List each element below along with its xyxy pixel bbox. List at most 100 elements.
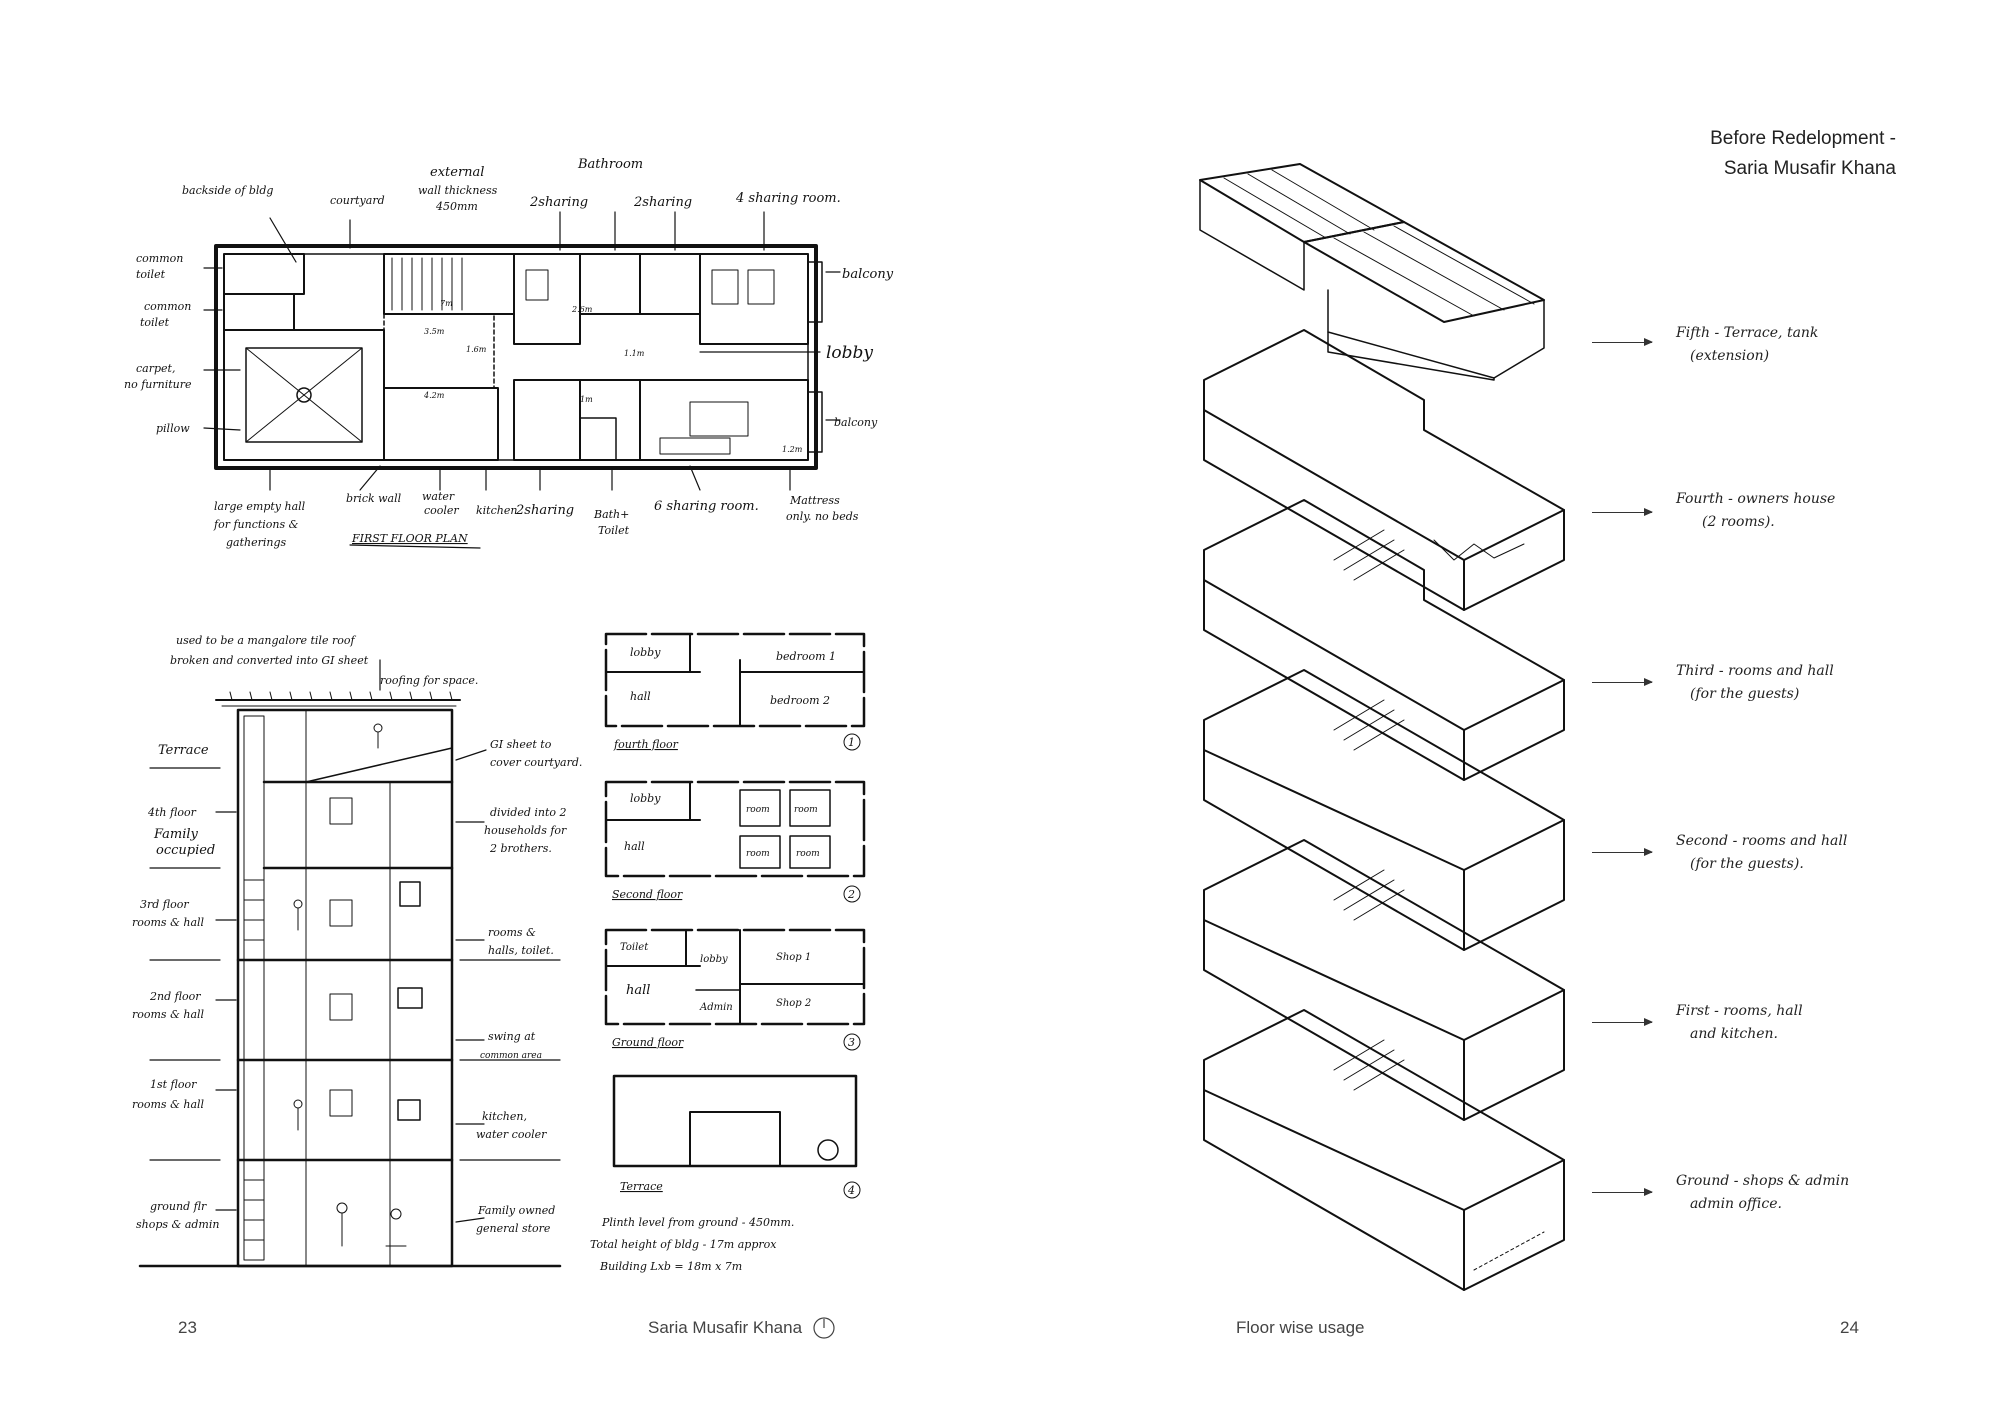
left-page: backside of bldg courtyard external wall… xyxy=(124,157,894,1339)
floor-label-first: First - rooms, hall and kitchen. xyxy=(1676,1000,1803,1046)
mini2-room-3: room xyxy=(794,805,818,815)
section-roof-note-c: roofing for space. xyxy=(380,674,478,687)
first-floor-plan-sketch: backside of bldg courtyard external wall… xyxy=(124,157,894,549)
section-divided-c: 2 brothers. xyxy=(489,842,552,855)
plan-label-brick-wall: brick wall xyxy=(346,492,402,505)
plan-label-courtyard: courtyard xyxy=(330,194,385,207)
mini4-number: 4 xyxy=(847,1184,855,1197)
floor-label-second-line1: Second - rooms and hall xyxy=(1676,833,1848,849)
footer-title-right: Floor wise usage xyxy=(1236,1318,1365,1337)
building-section-sketch: used to be a mangalore tile roof broken … xyxy=(132,634,582,1268)
section-gi-sheet-b: cover courtyard. xyxy=(490,756,582,769)
section-second-b: rooms & hall xyxy=(132,1008,205,1021)
floor-label-fifth-line1: Fifth - Terrace, tank xyxy=(1676,325,1819,341)
floor-label-fifth-line2: (extension) xyxy=(1690,348,1770,364)
mini2-room-5: room xyxy=(746,849,770,859)
section-third-b: rooms & hall xyxy=(132,916,205,929)
footer-title-left: Saria Musafir Khana xyxy=(648,1318,803,1337)
plan-label-bathroom: Bathroom xyxy=(577,157,643,172)
section-fourth-c: occupied xyxy=(156,843,215,858)
section-second-a: 2nd floor xyxy=(149,990,201,1003)
plan-label-common-toilet-2b: toilet xyxy=(140,316,170,329)
floor-label-second: Second - rooms and hall (for the guests)… xyxy=(1676,830,1847,876)
floor-label-fifth: Fifth - Terrace, tank (extension) xyxy=(1676,322,1818,368)
dim-1-1m: 1.1m xyxy=(624,349,645,358)
plan-label-backside: backside of bldg xyxy=(182,184,273,197)
plan-label-2sharing-b: 2sharing xyxy=(633,195,692,210)
plan-label-mattress-b: only. no beds xyxy=(786,510,859,523)
mini-floor-plans: lobby bedroom 1 hall bedroom 2 fourth fl… xyxy=(590,632,866,1273)
plan-label-carpet-b: no furniture xyxy=(124,378,192,391)
plan-label-mattress-a: Mattress xyxy=(789,494,840,507)
page-title-line-1: Before Redelopment - xyxy=(1710,128,1896,149)
mini2-room-1: lobby xyxy=(630,792,661,805)
note-plinth: Plinth level from ground - 450mm. xyxy=(601,1216,794,1229)
mini1-room-3: hall xyxy=(630,690,651,703)
plan-label-large-hall-c: gatherings xyxy=(226,536,287,549)
floor-label-ground-line2: admin office. xyxy=(1690,1196,1782,1212)
section-family-b: general store xyxy=(476,1222,551,1235)
plan-label-external: external xyxy=(430,165,484,180)
arrow-fourth xyxy=(1592,508,1653,516)
plan-label-balcony-2: balcony xyxy=(834,416,878,429)
plan-label-water-cooler-b: cooler xyxy=(424,504,459,517)
floor-label-third-line2: (for the guests) xyxy=(1690,686,1800,702)
plan-label-kitchen: kitchen xyxy=(476,504,517,517)
dim-1-6m: 1.6m xyxy=(466,345,487,354)
floor-label-fourth-line2: (2 rooms). xyxy=(1702,514,1775,530)
plan-label-4sharing: 4 sharing room. xyxy=(735,191,841,206)
mini3-room-6: Shop 2 xyxy=(776,998,811,1009)
arrow-second xyxy=(1592,848,1653,856)
mini1-number: 1 xyxy=(848,736,855,749)
mini2-title: Second floor xyxy=(612,888,683,901)
mini1-title: fourth floor xyxy=(613,738,679,751)
dim-2-6m: 2.6m xyxy=(571,305,593,314)
section-family-a: Family owned xyxy=(477,1204,555,1217)
section-kitchen-a: kitchen, xyxy=(482,1110,527,1123)
mini3-title: Ground floor xyxy=(612,1036,684,1049)
mini3-room-3: Shop 1 xyxy=(776,952,811,963)
mini4-title: Terrace xyxy=(620,1180,663,1193)
plan-label-large-hall-a: large empty hall xyxy=(214,500,306,513)
plan-label-common-toilet-1b: toilet xyxy=(136,268,166,281)
plan-label-pillow: pillow xyxy=(156,422,190,435)
mini1-room-4: bedroom 2 xyxy=(770,694,830,707)
floor-label-first-line2: and kitchen. xyxy=(1690,1026,1778,1042)
floor-ground xyxy=(1203,1009,1565,1291)
floor-label-ground: Ground - shops & admin admin office. xyxy=(1676,1170,1849,1216)
plan-label-6sharing: 6 sharing room. xyxy=(654,499,759,514)
floor-2 xyxy=(1203,669,1565,951)
mini2-room-4: hall xyxy=(624,840,645,853)
floor-4 xyxy=(1203,329,1565,611)
section-first-a: 1st floor xyxy=(150,1078,197,1091)
plan-label-common-toilet-1a: common xyxy=(136,252,183,265)
arrow-fifth xyxy=(1592,338,1653,346)
floor-label-first-line1: First - rooms, hall xyxy=(1676,1003,1803,1019)
right-page: Before Redelopment - Saria Musafir Khana xyxy=(1004,0,2008,1418)
dim-1-2m: 1.2m xyxy=(782,445,803,454)
section-ground-b: shops & admin xyxy=(136,1218,219,1231)
floor-3 xyxy=(1203,499,1565,781)
arrow-ground xyxy=(1592,1188,1653,1196)
exploded-axonometric xyxy=(1199,163,1565,1291)
plan-label-2sharing-c: 2sharing xyxy=(515,503,574,518)
floor-1 xyxy=(1203,839,1565,1121)
plan-label-bath-toilet-b: Toilet xyxy=(598,524,630,537)
plan-label-large-hall-b: for functions & xyxy=(213,518,299,531)
roof-hatch xyxy=(229,691,453,701)
plan-label-lobby: lobby xyxy=(826,343,873,363)
section-divided-a: divided into 2 xyxy=(490,806,567,819)
arrow-third xyxy=(1592,678,1653,686)
page-title-block: Before Redelopment - Saria Musafir Khana xyxy=(1710,124,1896,184)
mini3-room-1: Toilet xyxy=(620,942,649,953)
mini2-room-2: room xyxy=(746,805,770,815)
plan-label-wall-thickness: wall thickness xyxy=(418,184,498,197)
section-gi-sheet-a: GI sheet to xyxy=(490,738,552,751)
plan-label-water-cooler-a: water xyxy=(422,490,455,503)
mini3-room-4: hall xyxy=(626,983,650,998)
plan-label-common-toilet-2a: common xyxy=(144,300,191,313)
note-size: Building Lxb = 18m x 7m xyxy=(599,1260,742,1273)
mini2-number: 2 xyxy=(847,888,855,901)
arrow-first xyxy=(1592,1018,1653,1026)
plan-label-carpet-a: carpet, xyxy=(136,362,175,375)
